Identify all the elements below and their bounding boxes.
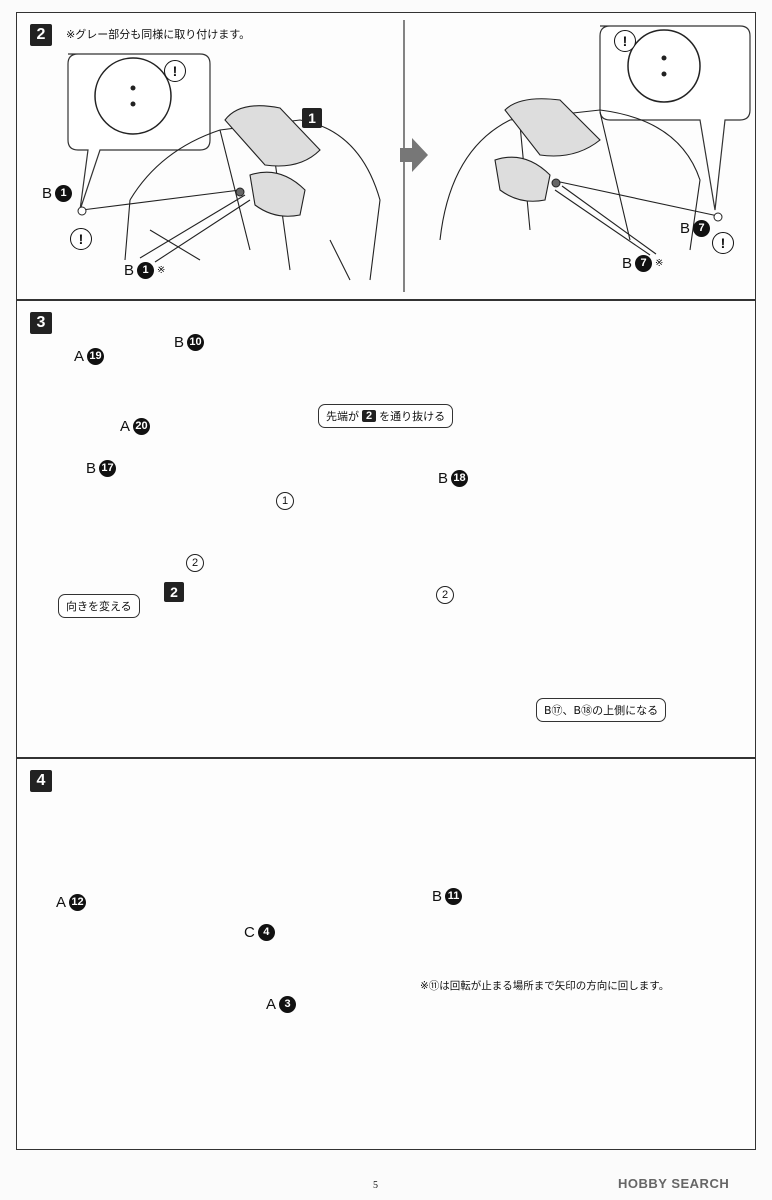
part-number: 20: [133, 418, 151, 435]
step-2-note: ※グレー部分も同様に取り付けます。: [66, 28, 251, 41]
page-number: 5: [373, 1180, 378, 1191]
warning-icon: !: [614, 30, 636, 52]
part-letter: B: [432, 888, 443, 905]
note-mark: ※: [157, 265, 166, 276]
callout-text: を通り抜ける: [379, 410, 446, 423]
part-letter: A: [74, 348, 85, 365]
step-3-number: 3: [30, 312, 52, 334]
part-label-b10: B 10: [174, 334, 205, 351]
reference-box-2: 2: [362, 410, 377, 422]
part-number: 11: [445, 888, 463, 905]
part-number: 7: [635, 255, 653, 272]
warning-icon: !: [164, 60, 186, 82]
step-3-panel: [16, 300, 756, 758]
part-number: 7: [693, 220, 711, 237]
part-number: 18: [451, 470, 469, 487]
part-letter: B: [622, 255, 633, 272]
part-number: 19: [87, 348, 105, 365]
part-label-a12: A 12: [56, 894, 87, 911]
part-label-c4: C 4: [244, 924, 275, 941]
reference-box-1: 1: [302, 108, 322, 128]
sequence-number: 2: [441, 589, 449, 601]
part-label-b18: B 18: [438, 470, 469, 487]
part-label-b1-top: B 1: [42, 185, 73, 202]
part-label-a3: A 3: [266, 996, 297, 1013]
part-number: 3: [279, 996, 297, 1013]
step-2-number: 2: [30, 24, 52, 46]
part-letter: A: [56, 894, 67, 911]
callout-pass-through: 先端が 2 を通り抜ける: [318, 404, 454, 428]
watermark-logo: HOBBY SEARCH: [618, 1176, 730, 1191]
part-label-b11: B 11: [432, 888, 463, 905]
callout-text: 先端が: [326, 410, 359, 423]
sequence-number: 2: [191, 557, 199, 569]
part-letter: B: [680, 220, 691, 237]
sequence-number: 1: [281, 495, 289, 507]
rotate-note: ※⑪は回転が止まる場所まで矢印の方向に回します。: [420, 980, 670, 992]
part-label-a20: A 20: [120, 418, 151, 435]
callout-change-direction: 向きを変える: [58, 594, 140, 618]
part-label-b1-bottom: B 1 ※: [124, 262, 165, 279]
step-4-panel: [16, 758, 756, 1150]
part-number: 10: [187, 334, 205, 351]
part-label-b7-bottom: B 7 ※: [622, 255, 663, 272]
note-mark: ※: [655, 258, 664, 269]
part-letter: B: [124, 262, 135, 279]
part-number: 17: [99, 460, 117, 477]
part-label-b7-top: B 7: [680, 220, 711, 237]
part-letter: C: [244, 924, 255, 941]
reference-box-2: 2: [164, 582, 184, 602]
part-label-b17: B 17: [86, 460, 117, 477]
part-letter: B: [42, 185, 53, 202]
part-letter: B: [86, 460, 97, 477]
part-number: 1: [137, 262, 155, 279]
part-number: 1: [55, 185, 73, 202]
part-number: 4: [257, 924, 275, 941]
warning-icon: !: [712, 232, 734, 254]
part-label-a19: A 19: [74, 348, 105, 365]
step-4-number: 4: [30, 770, 52, 792]
sequence-marker-2-right: 2: [436, 586, 454, 604]
sequence-marker-2-left: 2: [186, 554, 204, 572]
part-letter: B: [174, 334, 185, 351]
part-number: 12: [69, 894, 87, 911]
part-letter: A: [120, 418, 131, 435]
part-letter: A: [266, 996, 277, 1013]
sequence-marker-1: 1: [276, 492, 294, 510]
part-letter: B: [438, 470, 449, 487]
warning-icon: !: [70, 228, 92, 250]
callout-upper-side: B⑰、B⑱の上側になる: [536, 698, 667, 722]
